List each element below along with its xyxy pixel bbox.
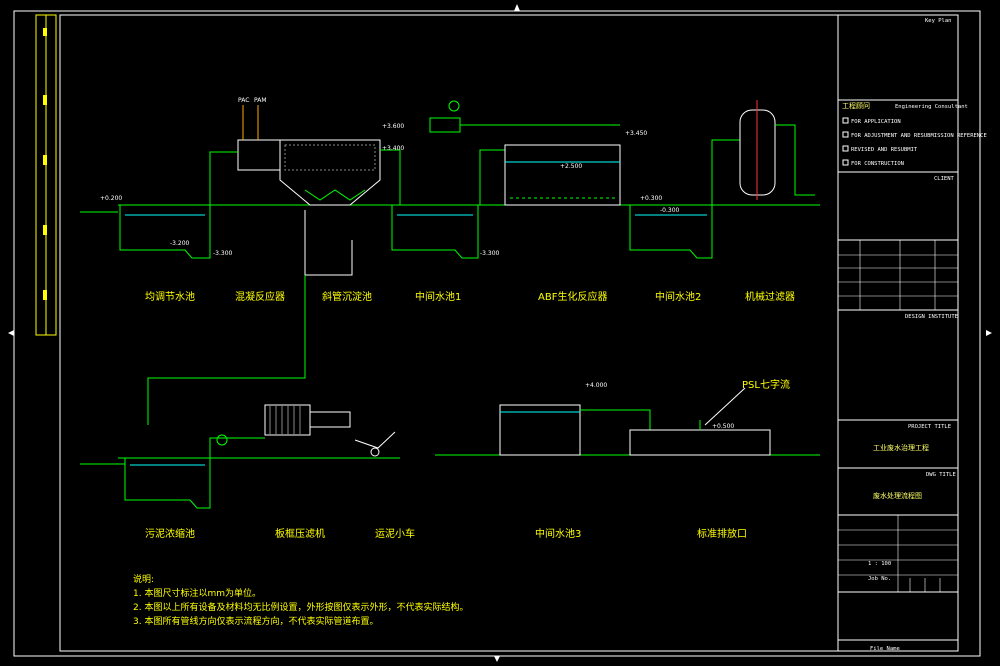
mid-tank-3 (499, 404, 581, 456)
pipe-to-abf (479, 149, 505, 205)
press-hydraulic (309, 411, 351, 428)
bottom-center-mark (494, 656, 500, 662)
right-center-mark (986, 330, 992, 336)
process-label: 标准排放口 (697, 527, 747, 540)
discharge-outlet (629, 429, 771, 456)
scale-value: 1 : 100 (868, 561, 891, 567)
process-label: 斜管沉淀池 (322, 290, 372, 303)
note-item: 1. 本图尺寸标注以mm为单位。 (133, 587, 261, 599)
elev-label: +3.450 (625, 130, 647, 137)
note-item: 2. 本图以上所有设备及材料均无比例设置，外形按图仅表示外形，不代表实际结构。 (133, 601, 468, 613)
process-label: 污泥浓缩池 (145, 527, 195, 540)
key-plan-label: Key Plan (925, 18, 952, 24)
check-item: FOR CONSTRUCTION (851, 161, 904, 167)
bottom-process-row (80, 387, 820, 509)
filter-plates (269, 405, 301, 435)
check-item: FOR ADJUSTMENT AND RESUBMISSION REFERENC… (851, 133, 987, 139)
revision-grid (838, 240, 958, 592)
check-item: REVISED AND RESUBMIT (851, 147, 918, 153)
left-center-mark (8, 330, 14, 336)
project-title: 工业废水治理工程 (873, 443, 929, 452)
client-label: CLIENT (934, 176, 955, 182)
pipe-to-reactor (209, 151, 238, 205)
sludge-pump (216, 434, 228, 446)
consultant-en: Engineering Consultant (895, 104, 968, 110)
cart-wheel (370, 447, 380, 457)
mid-tank-1 (391, 205, 479, 259)
elev-label: +3.600 (382, 123, 404, 130)
process-label: 机械过滤器 (745, 290, 795, 303)
check-item: FOR APPLICATION (851, 119, 901, 125)
elev-label: +2.500 (560, 163, 582, 170)
psl-leader (704, 387, 746, 426)
elev-label: +0.500 (712, 423, 734, 430)
pac-tag: PAC (238, 97, 249, 104)
sludge-hopper (304, 189, 366, 201)
abf-reactor (504, 144, 621, 206)
process-label: 中间水池3 (535, 527, 581, 540)
design-institute-label: DESIGN INSTITUTE (905, 314, 958, 320)
sludge-thickener (124, 458, 211, 509)
pipe-to-filter (711, 139, 740, 205)
inclined-settler (279, 139, 381, 206)
title-block-frame (837, 14, 959, 652)
process-label: ABF生化反应器 (538, 290, 607, 303)
sludge-cart (354, 431, 396, 449)
blower (429, 117, 461, 133)
elev-label: -3.300 (480, 250, 500, 257)
settler-plates (284, 144, 376, 171)
project-title-label: PROJECT TITLE (908, 424, 951, 430)
elev-label: -3.200 (170, 240, 190, 247)
elev-label: -0.300 (660, 207, 680, 214)
process-label: 混凝反应器 (235, 290, 285, 303)
process-label: 运泥小车 (375, 527, 415, 540)
top-center-mark (514, 4, 520, 11)
elev-label: +0.300 (640, 195, 662, 202)
process-label: 均调节水池 (145, 290, 195, 303)
file-name-label: File Name (870, 646, 900, 652)
left-strip-marks (43, 28, 47, 300)
outer-frame (13, 10, 981, 657)
dwg-title-label: DWG TITLE (926, 472, 956, 478)
psl-tag: PSL七字流 (742, 378, 790, 391)
process-label: 板框压滤机 (275, 527, 325, 540)
note-item: 3. 本图所有管线方向仅表示流程方向，不代表实际管道布置。 (133, 615, 378, 627)
elevations-top: +0.200 -3.200 -3.300 +3.400 +3.600 +3.45… (100, 123, 680, 257)
dwg-title: 废水处理流程图 (873, 491, 922, 500)
consultant-cn: 工程顾问 (842, 101, 870, 110)
top-process-row (80, 100, 820, 425)
filter-outlet (775, 124, 815, 196)
process-labels-bottom: 污泥浓缩池 板框压滤机 运泥小车 中间水池3 标准排放口 (145, 527, 747, 540)
pam-tag: PAM (254, 97, 267, 104)
elev-label: +0.200 (100, 195, 122, 202)
process-label: 中间水池1 (415, 290, 461, 303)
pipe-to-press (209, 437, 265, 458)
notes-heading: 说明: (133, 573, 154, 585)
equalization-tank (119, 205, 211, 259)
inner-frame (59, 14, 959, 652)
check-boxes (842, 117, 849, 166)
pipe-to-outlet (580, 409, 651, 430)
job-no-label: Job No. (868, 576, 891, 582)
sludge-line (304, 210, 353, 276)
elev-label: +4.000 (585, 382, 607, 389)
mixing-reactor (237, 139, 281, 171)
notes: 说明: 1. 本图尺寸标注以mm为单位。 2. 本图以上所有设备及材料均无比例设… (133, 573, 468, 627)
process-labels-top: 均调节水池 混凝反应器 斜管沉淀池 中间水池1 ABF生化反应器 中间水池2 机… (145, 290, 795, 303)
pipe-to-mid1 (380, 149, 401, 205)
process-label: 中间水池2 (655, 290, 701, 303)
elev-label: +3.400 (382, 145, 404, 152)
title-block (837, 14, 959, 652)
elev-label: -3.300 (213, 250, 233, 257)
blower-motor (448, 100, 460, 112)
mid-tank-2 (629, 205, 713, 259)
sludge-line-to-thickener (147, 275, 306, 425)
